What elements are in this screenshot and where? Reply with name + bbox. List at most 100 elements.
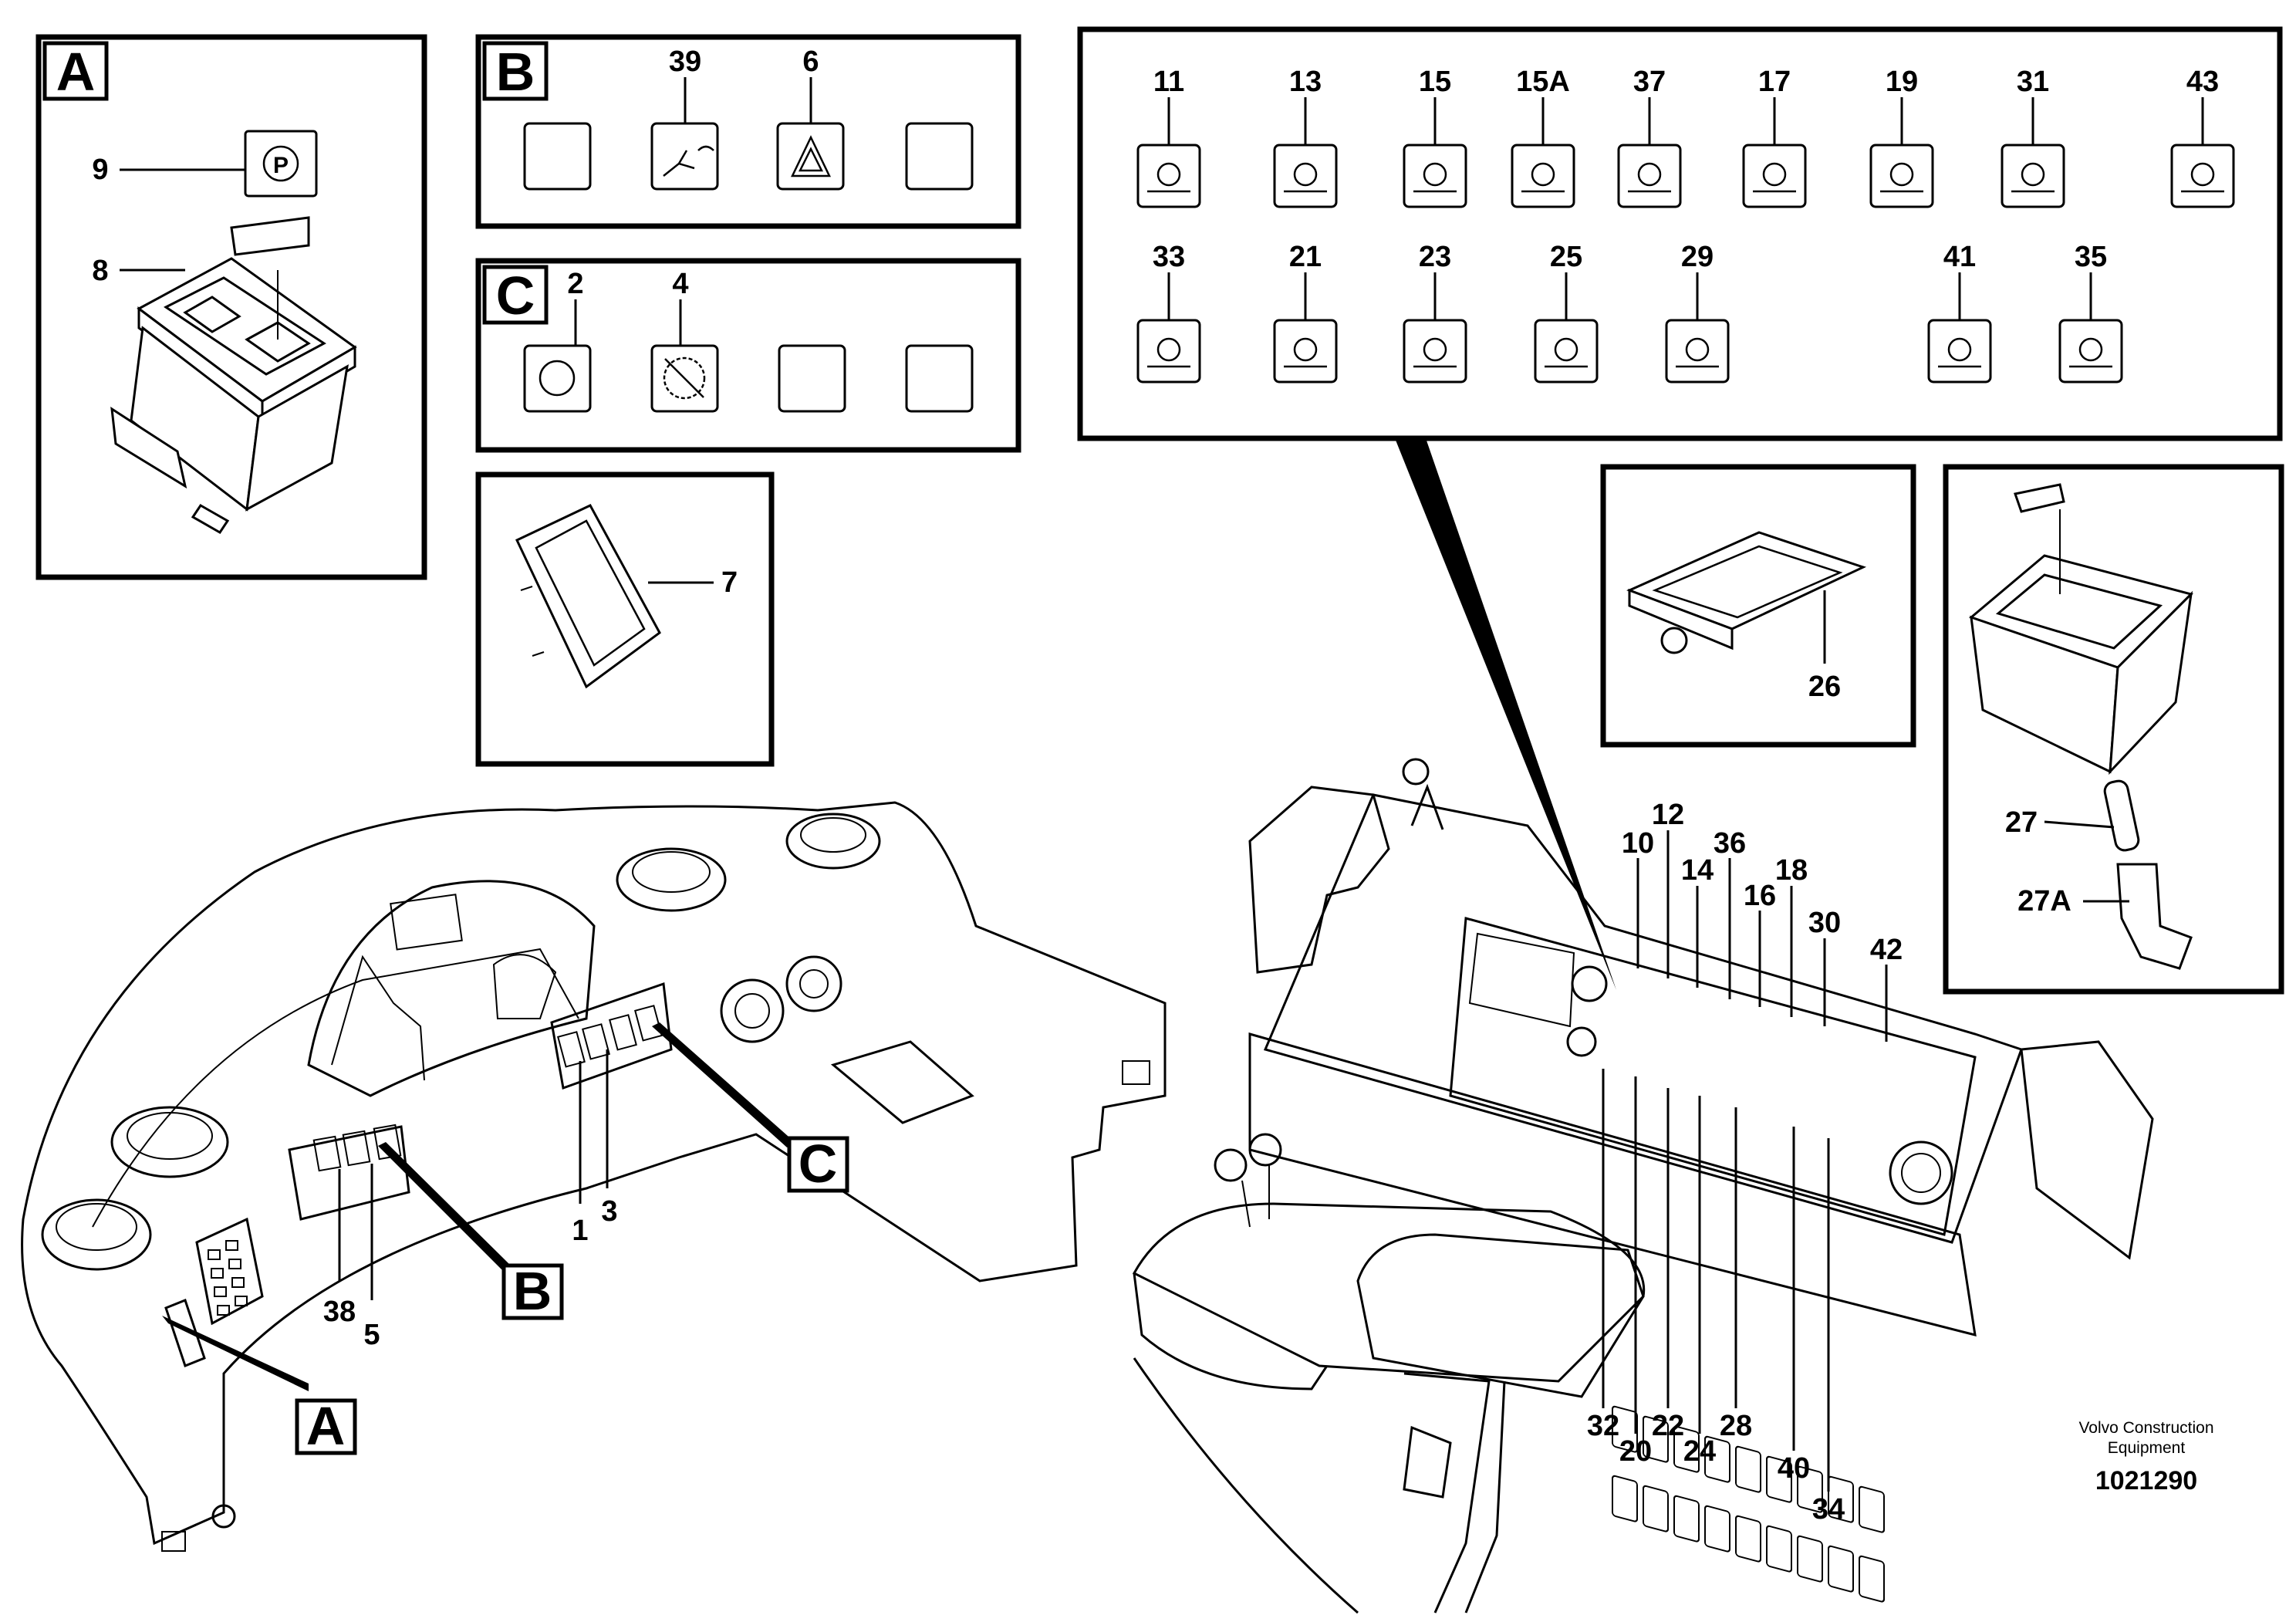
callout-30: 30 bbox=[1808, 907, 1841, 939]
callout-19: 19 bbox=[1886, 66, 1918, 98]
callout-43: 43 bbox=[2186, 66, 2219, 98]
callout-29: 29 bbox=[1681, 241, 1714, 273]
right-console-drawing bbox=[1132, 758, 2154, 1614]
panel-b-letter: B bbox=[496, 42, 535, 102]
callout-12: 12 bbox=[1652, 799, 1684, 831]
callout-20: 20 bbox=[1619, 1435, 1652, 1468]
callout-23: 23 bbox=[1419, 241, 1451, 273]
callout-1: 1 bbox=[572, 1215, 588, 1247]
console-switch bbox=[1859, 1555, 1885, 1603]
blank-switch-icon bbox=[523, 122, 592, 191]
callout-22: 22 bbox=[1652, 1410, 1684, 1442]
callout-15: 15 bbox=[1419, 66, 1451, 98]
callout-13: 13 bbox=[1289, 66, 1322, 98]
console-switch bbox=[1612, 1405, 1638, 1453]
console-switch bbox=[1735, 1515, 1761, 1563]
console-switch bbox=[1766, 1525, 1792, 1573]
display-panel: 7 bbox=[475, 471, 775, 767]
callout-6: 6 bbox=[802, 46, 819, 78]
callout-21: 21 bbox=[1289, 241, 1322, 273]
callout-24: 24 bbox=[1683, 1435, 1716, 1468]
pointer-a bbox=[162, 1316, 309, 1391]
callout-15a: 15A bbox=[1516, 66, 1570, 98]
panel-b: B 39 6 bbox=[475, 34, 1021, 229]
blank-switch-icon bbox=[905, 344, 974, 413]
callout-9: 9 bbox=[92, 154, 108, 186]
callout-14: 14 bbox=[1681, 854, 1714, 887]
function-icon-33 bbox=[1136, 319, 1201, 384]
function-icon-17 bbox=[1742, 144, 1807, 208]
function-icon-13 bbox=[1273, 144, 1338, 208]
callout-25: 25 bbox=[1550, 241, 1582, 273]
callout-33: 33 bbox=[1153, 241, 1185, 273]
callout-38: 38 bbox=[323, 1296, 356, 1328]
callout-32: 32 bbox=[1587, 1410, 1619, 1442]
function-icon-23 bbox=[1403, 319, 1467, 384]
console-switch bbox=[1612, 1475, 1638, 1522]
rocker-switch-drawing bbox=[110, 216, 357, 534]
callout-17: 17 bbox=[1758, 66, 1791, 98]
icon-panel: 11 13 15 15A 37 17 19 31 43 33 21 23 25 29 41 35 bbox=[1077, 26, 2283, 990]
pointer-c bbox=[652, 1022, 795, 1147]
function-icon-19 bbox=[1869, 144, 1934, 208]
console-switch bbox=[1704, 1505, 1730, 1553]
callout-7: 7 bbox=[721, 566, 738, 599]
function-icon-31 bbox=[2001, 144, 2065, 208]
callout-26: 26 bbox=[1808, 671, 1841, 703]
pointer-b-letter: B bbox=[513, 1261, 552, 1321]
function-icon-35 bbox=[2058, 319, 2123, 384]
blank-switch-icon bbox=[778, 344, 846, 413]
callout-37: 37 bbox=[1633, 66, 1666, 98]
console-switch bbox=[1704, 1435, 1730, 1483]
function-icon-41 bbox=[1927, 319, 1992, 384]
bucket-icon bbox=[650, 122, 719, 191]
callout-27: 27 bbox=[2005, 806, 2038, 839]
callout-2: 2 bbox=[567, 268, 583, 300]
function-icon-15 bbox=[1403, 144, 1467, 208]
console-switch bbox=[1859, 1485, 1885, 1533]
switch-face-panel: 26 bbox=[1600, 464, 1916, 748]
console-switch bbox=[1643, 1415, 1669, 1463]
console-switch bbox=[1766, 1455, 1792, 1503]
right-panel-bottom-callouts: 32 20 22 24 28 40 34 bbox=[1587, 1069, 1845, 1526]
callout-5: 5 bbox=[363, 1319, 380, 1351]
callout-8: 8 bbox=[92, 255, 108, 287]
callout-18: 18 bbox=[1775, 854, 1808, 887]
callout-31: 31 bbox=[2017, 66, 2049, 98]
console-switch bbox=[1643, 1485, 1669, 1532]
callout-40: 40 bbox=[1778, 1452, 1810, 1485]
right-panel-top-callouts: 10 12 14 36 16 18 30 42 bbox=[1622, 799, 1903, 1042]
function-icon-15a bbox=[1511, 144, 1575, 208]
document-number: 1021290 bbox=[2095, 1466, 2197, 1495]
hazard-icon bbox=[776, 122, 845, 191]
function-icon-11 bbox=[1136, 144, 1201, 208]
function-icon-29 bbox=[1665, 319, 1730, 384]
blank-switch-icon bbox=[905, 122, 974, 191]
brand-line-2: Equipment bbox=[2108, 1439, 2186, 1457]
function-icon-21 bbox=[1273, 319, 1338, 384]
callout-16: 16 bbox=[1744, 880, 1776, 912]
console-switch bbox=[1828, 1475, 1854, 1523]
pointer-b bbox=[378, 1142, 513, 1273]
function-icon-37 bbox=[1617, 144, 1682, 208]
left-dashboard-drawing: A B C 1 3 38 5 bbox=[21, 801, 1167, 1552]
console-switch bbox=[1673, 1495, 1700, 1543]
panel-a-letter: A bbox=[56, 42, 96, 102]
callout-10: 10 bbox=[1622, 827, 1654, 860]
console-switch bbox=[1797, 1465, 1823, 1513]
callout-41: 41 bbox=[1943, 241, 1976, 273]
callout-35: 35 bbox=[2075, 241, 2107, 273]
callout-11: 11 bbox=[1153, 66, 1184, 98]
console-switch bbox=[1735, 1445, 1761, 1493]
brand-line-1: Volvo Construction bbox=[2078, 1419, 2213, 1437]
console-switch bbox=[1828, 1545, 1854, 1593]
pointer-c-letter: C bbox=[799, 1134, 838, 1194]
footer: Volvo Construction Equipment 1021290 bbox=[2078, 1419, 2213, 1495]
callout-39: 39 bbox=[669, 46, 701, 78]
function-icon-43 bbox=[2170, 144, 2235, 208]
console-switch bbox=[1673, 1425, 1700, 1473]
pointer-wedge bbox=[1395, 438, 1616, 990]
panel-a: A 9 P 8 bbox=[35, 34, 427, 580]
console-switch bbox=[1797, 1535, 1823, 1583]
callout-36: 36 bbox=[1714, 827, 1746, 860]
